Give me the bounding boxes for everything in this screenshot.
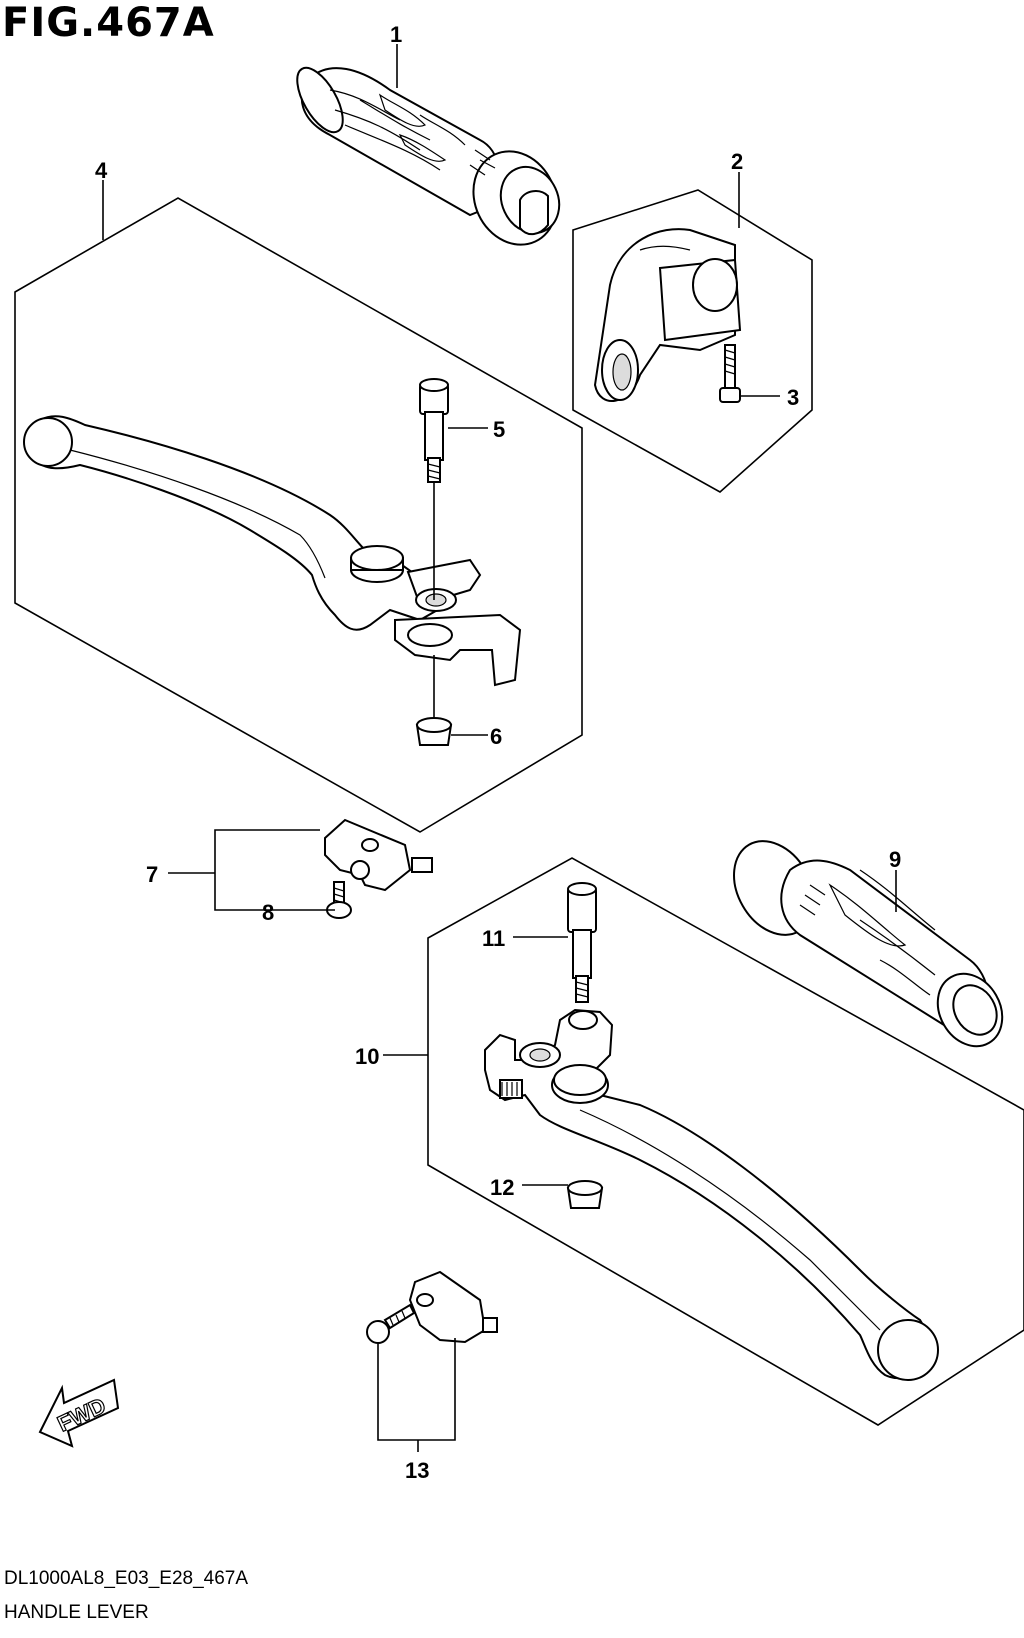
diagram-code: DL1000AL8_E03_E28_467A — [4, 1568, 249, 1589]
part-7-brake-switch[interactable] — [324, 818, 433, 892]
part-12-nut[interactable] — [566, 1180, 604, 1209]
callout-10: 10 — [355, 1044, 379, 1069]
part-8-screw[interactable] — [326, 881, 352, 919]
callout-6: 6 — [490, 724, 502, 749]
diagram-name: HANDLE LEVER — [4, 1602, 149, 1623]
part-13-clutch-switch[interactable] — [366, 1270, 498, 1344]
part-3-screw[interactable] — [719, 344, 741, 403]
leader-lines — [102, 44, 897, 1452]
part-9-grip[interactable] — [718, 827, 1015, 1058]
callout-8: 8 — [262, 900, 274, 925]
part-11-pivot-bolt[interactable] — [567, 882, 597, 1003]
callout-3: 3 — [787, 385, 799, 410]
part-1-grip[interactable] — [288, 61, 571, 259]
callout-11: 11 — [482, 926, 505, 951]
part-5-pivot-bolt[interactable] — [419, 378, 449, 483]
figure-title: FIG.467A — [2, 0, 215, 46]
callout-5: 5 — [493, 417, 505, 442]
callout-12: 12 — [490, 1175, 514, 1200]
callout-9: 9 — [889, 847, 901, 872]
callout-2: 2 — [731, 149, 743, 174]
callout-1: 1 — [390, 22, 402, 47]
callout-7: 7 — [146, 862, 158, 887]
part-10-clutch-lever[interactable] — [427, 857, 1024, 1426]
callout-13: 13 — [405, 1458, 429, 1483]
part-2-holder[interactable] — [572, 189, 813, 493]
fwd-arrow-icon: FWD — [38, 1378, 120, 1448]
callout-labels: 1 2 3 4 5 6 7 8 9 10 11 12 13 — [95, 22, 901, 1483]
part-4-brake-lever[interactable] — [14, 197, 583, 833]
part-6-nut[interactable] — [415, 655, 453, 746]
callout-4: 4 — [95, 158, 108, 183]
